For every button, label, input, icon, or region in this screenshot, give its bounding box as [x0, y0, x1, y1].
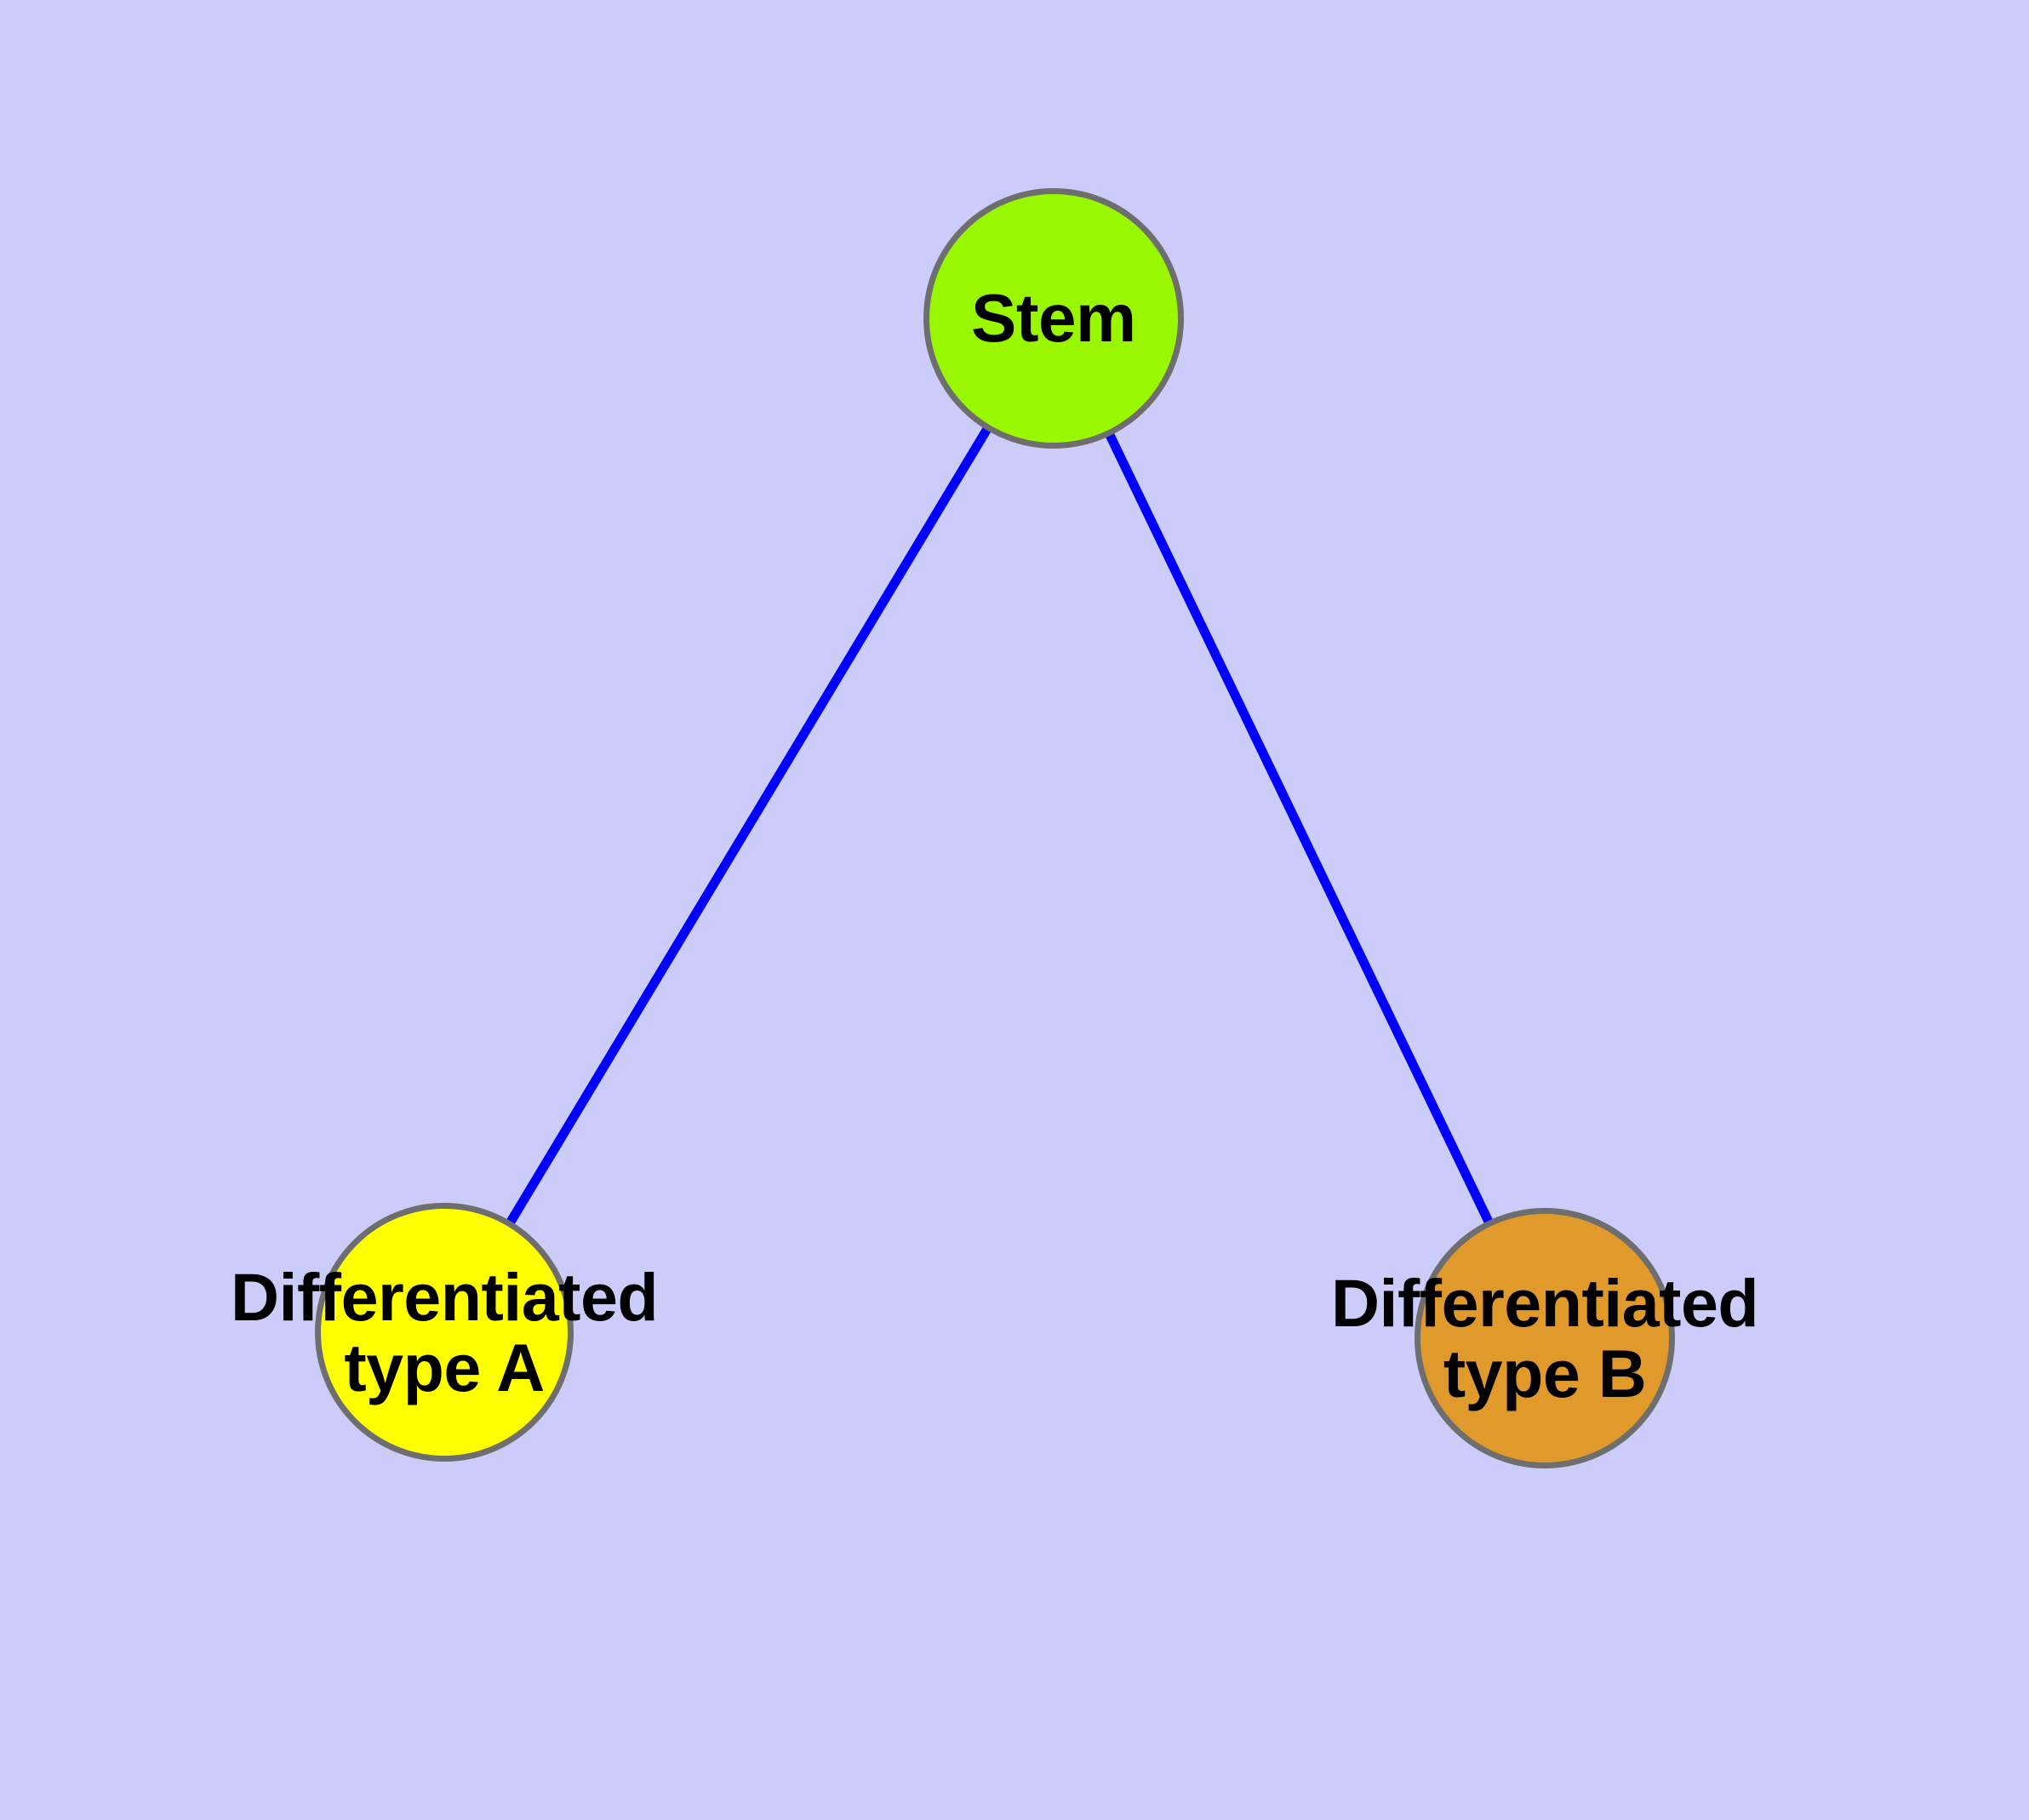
graph-node-diff_b[interactable]	[1415, 1208, 1675, 1468]
graph-edge[interactable]	[1049, 316, 1549, 1341]
nodes-layer	[315, 188, 1675, 1468]
graph-node-stem[interactable]	[923, 188, 1184, 449]
graph-node-diff_a[interactable]	[315, 1203, 574, 1462]
graph-edge[interactable]	[440, 316, 1058, 1335]
edges-layer	[440, 316, 1549, 1341]
